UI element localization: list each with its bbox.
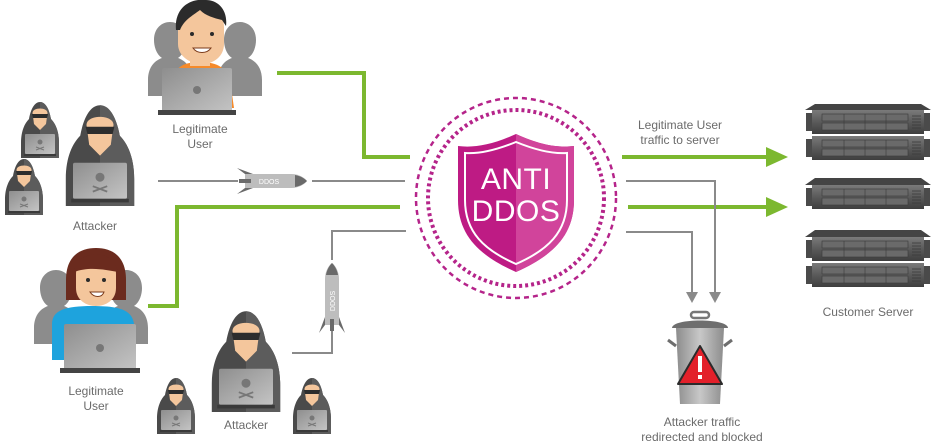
blocked-line-1: [626, 180, 716, 292]
attack-line-bottom-attacker-bottom: [292, 330, 333, 354]
label-line: Attacker traffic: [663, 415, 741, 429]
anti-ddos-shield: [414, 96, 618, 300]
label-blocked-traffic: Attacker traffic redirected and blocked: [630, 415, 774, 445]
ddos-missile-icon-vertical: DDOS: [319, 263, 345, 333]
shield-text-line2: DDOS: [471, 195, 561, 228]
legitimate-user-bottom: [34, 248, 148, 373]
label-legitimate-user-top: Legitimate User: [160, 122, 240, 152]
label-line: User: [187, 137, 213, 151]
blocked-arrow-head-2: [686, 292, 698, 303]
shield-text-line1: ANTI: [480, 163, 552, 196]
label-line: traffic to server: [640, 133, 720, 147]
label-line: Legitimate: [172, 122, 228, 136]
connection-lines: [148, 71, 788, 354]
arrow-head-2: [766, 197, 788, 217]
legit-line-top-user: [277, 71, 410, 159]
outer-ring: [414, 96, 618, 300]
hooded-attacker-icon-group-bottom: [156, 310, 332, 435]
legit-line-bottom-user: [148, 205, 400, 308]
blocked-arrow-head-1: [709, 292, 721, 303]
hooded-attacker-icon-group-left: [4, 101, 136, 216]
warning-triangle-icon: [677, 345, 723, 385]
trash-can-icon: [667, 310, 733, 404]
arrow-head-1: [766, 147, 788, 167]
blocked-line-2: [626, 231, 693, 292]
inner-ring: [426, 108, 606, 288]
label-attacker-bottom: Attacker: [223, 418, 268, 432]
server-rack-icon: [805, 104, 931, 288]
missile-label: DDOS: [259, 179, 280, 186]
label-attacker-left: Attacker: [72, 219, 117, 233]
label-line: Legitimate: [68, 384, 124, 398]
label-customer-server: Customer Server: [822, 305, 914, 319]
label-line: User: [83, 399, 109, 413]
label-legitimate-user-bottom: Legitimate User: [56, 384, 136, 414]
label-line: Legitimate User: [637, 118, 723, 132]
ddos-missile-icon: DDOS: [237, 168, 307, 194]
attack-line-bottom-attacker-top: [331, 230, 406, 260]
legitimate-user-top: [148, 0, 262, 115]
missile-label-vertical: DDOS: [330, 291, 337, 312]
label-legit-traffic: Legitimate User traffic to server: [620, 118, 740, 148]
label-line: redirected and blocked: [641, 430, 763, 444]
